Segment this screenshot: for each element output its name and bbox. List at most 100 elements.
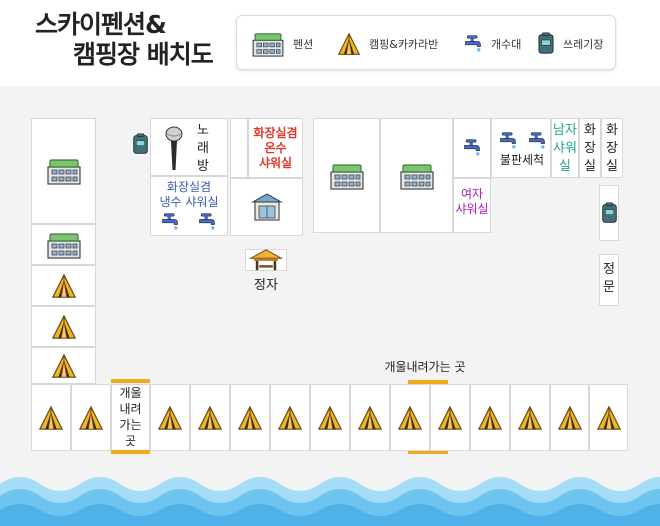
title-line-1: 스카이펜션& [35, 10, 167, 39]
tent-site-bottom-3 [150, 384, 190, 451]
tent-icon [596, 405, 622, 431]
pension-icon [46, 157, 82, 185]
restroom-cold-label-2: 냉수 샤워실 [159, 195, 219, 209]
tent-icon [337, 32, 361, 56]
tent-icon [357, 405, 383, 431]
stream-path-marker-top [408, 380, 448, 384]
women-shower: 여자 샤워실 [453, 178, 491, 233]
pension-icon [329, 162, 365, 190]
restroom-cold-label-1: 화장실겸 [166, 180, 212, 194]
faucet-station [453, 118, 491, 178]
pension-site-2 [31, 224, 96, 265]
restroom-1: 화 장 실 [579, 118, 601, 178]
tent-site-left-2 [31, 306, 96, 347]
microphone-icon [163, 126, 185, 172]
title-line-2: 캠핑장 배치도 [73, 40, 214, 69]
legend-item-faucet: 개수대 [463, 16, 521, 71]
tent-icon [317, 405, 343, 431]
faucets-grill [498, 131, 547, 155]
tent-site-bottom-4 [190, 384, 230, 451]
tent-icon [78, 405, 104, 431]
legend-item-trash: 쓰레기장 [537, 16, 603, 71]
tent-site-bottom-8 [350, 384, 390, 451]
tent-site-bottom-12 [510, 384, 550, 451]
tent-row: 개울 내려 가는 곳 [31, 379, 628, 454]
tent-site-bottom-7 [310, 384, 350, 451]
legend-faucet-label: 개수대 [491, 37, 522, 51]
tent-icon [157, 405, 183, 431]
pavilion-icon [249, 248, 283, 272]
tent-site-bottom-2 [71, 384, 111, 451]
restroom-warm-label-3: 샤워실 [258, 156, 293, 170]
tent-icon [197, 405, 223, 431]
tent-icon [437, 405, 463, 431]
tent-site-left-1 [31, 265, 96, 306]
stream-path-marker-left-bottom [111, 450, 150, 454]
tent-icon [517, 405, 543, 431]
tent-icon [51, 353, 77, 379]
men-shower: 남자 샤워 실 [551, 118, 579, 178]
faucet-icon [463, 34, 483, 54]
trash-icon [601, 201, 618, 225]
women-shower-label-1: 여자 [460, 187, 484, 201]
main-gate: 정 문 [599, 254, 619, 306]
page-title: 스카이펜션& 캠핑장 배치도 [35, 10, 214, 70]
tent-site-bottom-1 [31, 384, 71, 451]
restroom-warm-label-1: 화장실겸 [253, 126, 298, 140]
faucet-icon [197, 212, 217, 232]
stream-water [0, 477, 660, 526]
trash-icon [537, 32, 555, 55]
pavilion-label: 정자 [254, 278, 278, 293]
stream-path-marker-left-top [111, 379, 150, 383]
pension-icon [46, 231, 82, 259]
legend-item-camping: 캠핑&카카라반 [337, 16, 438, 71]
trash-icon [132, 132, 149, 156]
tent-site-bottom-5 [230, 384, 270, 451]
faucet-icon [498, 131, 518, 151]
tent-site-bottom-10 [430, 384, 470, 451]
women-shower-label-2: 샤워실 [455, 202, 489, 216]
karaoke-room [150, 118, 228, 176]
pension-site-4 [380, 118, 453, 233]
tent-site-left-3 [31, 347, 96, 384]
tent-icon [51, 273, 77, 299]
pavilion-box [245, 249, 287, 271]
pension-site-1 [31, 118, 96, 224]
trash-bin-karaoke [132, 132, 149, 160]
restroom-warm-shower: 화장실겸 온수 샤워실 [248, 118, 303, 178]
tent-site-bottom-6 [270, 384, 310, 451]
tent-site-bottom-14 [589, 384, 628, 451]
hut-side [230, 118, 248, 178]
restroom-2: 화 장 실 [601, 118, 623, 178]
legend: 펜션 캠핑&카카라반 개수대 쓰레기장 [236, 15, 616, 70]
stream-path-vertical: 개울 내려 가는 곳 [111, 384, 150, 451]
tent-site-bottom-13 [550, 384, 589, 451]
tent-icon [38, 405, 64, 431]
tent-site-bottom-9 [390, 384, 430, 451]
faucet-icon [527, 131, 547, 151]
pension-site-3 [313, 118, 380, 233]
trash-bin-right [599, 185, 619, 241]
tent-icon [557, 405, 583, 431]
tent-icon [277, 405, 303, 431]
pension-icon [251, 31, 285, 57]
tent-icon [397, 405, 423, 431]
faucet-icon [462, 138, 482, 158]
pension-icon [399, 162, 435, 190]
faucet-icon [160, 212, 180, 232]
stream-path-marker-bottom [408, 450, 448, 454]
legend-item-pension: 펜션 [251, 16, 313, 71]
legend-pension-label: 펜션 [293, 37, 314, 51]
legend-trash-label: 쓰레기장 [563, 37, 604, 51]
tent-icon [477, 405, 503, 431]
legend-camping-label: 캠핑&카카라반 [369, 37, 439, 51]
hut-icon [251, 192, 283, 222]
stream-path-label-horizontal: 개울내려가는 곳 [384, 360, 466, 374]
karaoke-label: 노 래 방 [197, 123, 209, 174]
tent-icon [51, 314, 77, 340]
grill-wash-label: 불판세척 [499, 153, 545, 167]
tent-icon [237, 405, 263, 431]
grill-wash-station: 불판세척 [491, 118, 551, 178]
faucets-cold [160, 212, 217, 236]
tent-site-bottom-11 [470, 384, 510, 451]
